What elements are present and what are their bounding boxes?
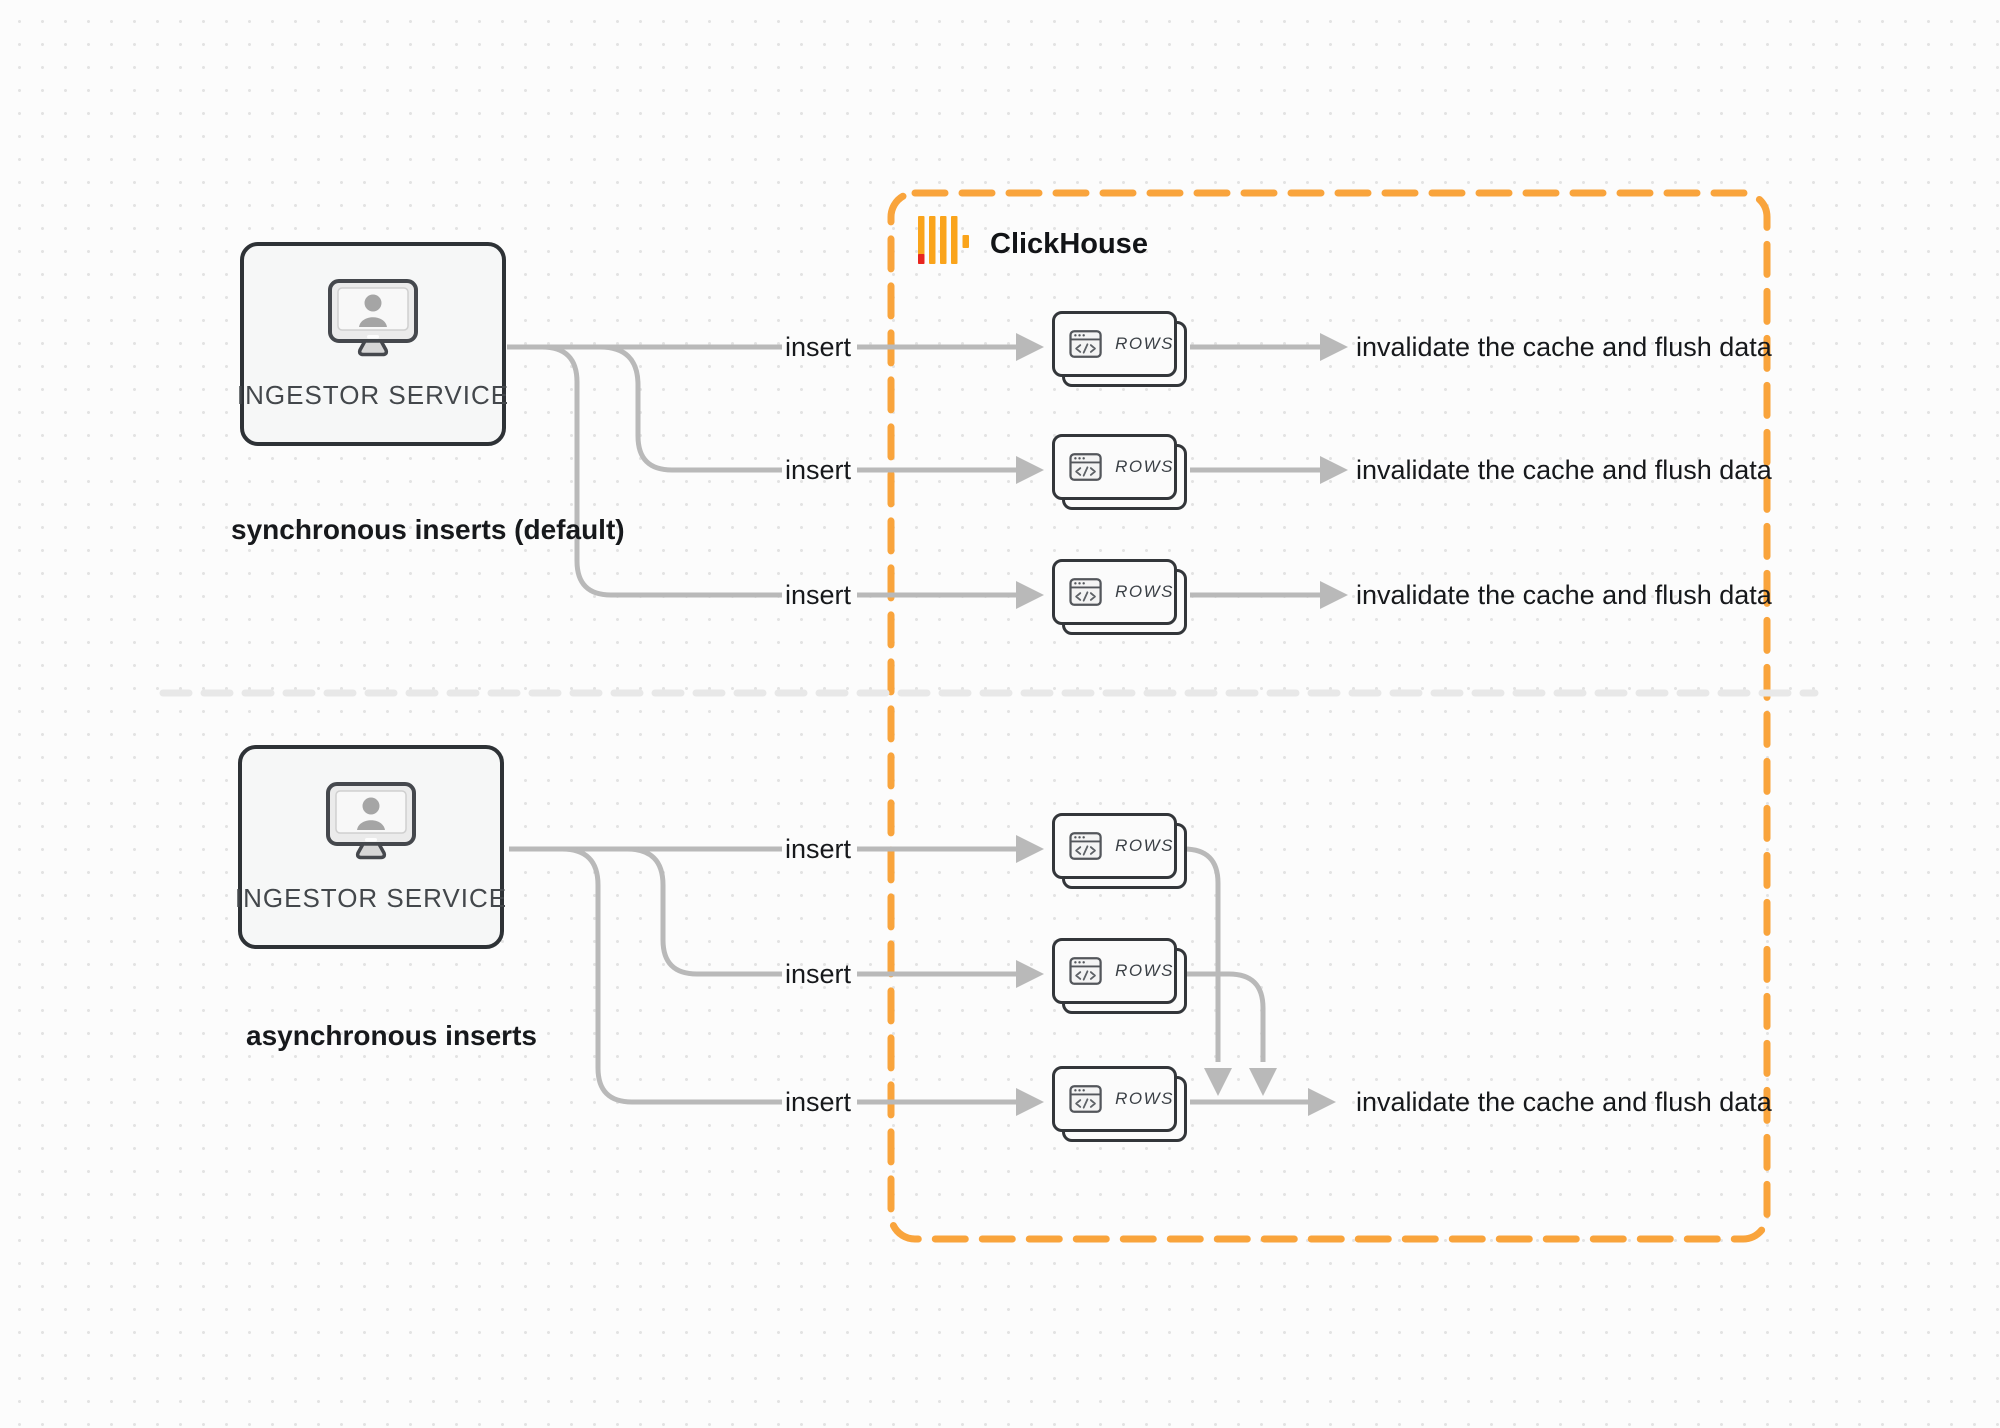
rows-label: ROWS: [1115, 457, 1174, 476]
arrowhead-icon: [1320, 456, 1348, 484]
code-window-icon: [1069, 1085, 1102, 1113]
connector-line: [599, 344, 782, 473]
insert-label: insert: [784, 580, 852, 610]
async-section-caption: asynchronous inserts: [246, 1020, 537, 1051]
rows-label: ROWS: [1115, 582, 1174, 601]
sync-section-caption: synchronous inserts (default): [231, 514, 625, 545]
insert-label: insert: [784, 834, 852, 864]
rows-card: ROWS: [1052, 559, 1177, 625]
insert-label: insert: [784, 1087, 852, 1117]
arrowhead-icon: [1308, 1088, 1336, 1116]
rows-card-stack: ROWS: [1052, 813, 1187, 889]
arrowhead-icon: [1320, 581, 1348, 609]
rows-label: ROWS: [1115, 836, 1174, 855]
arrowhead-icon: [1320, 333, 1348, 361]
code-window-icon: [1069, 453, 1102, 481]
arrowhead-icon: [1016, 960, 1044, 988]
connector-line: [1183, 846, 1221, 1062]
monitor-user-icon: [326, 781, 416, 859]
ingestor-service-box-async: INGESTOR SERVICE: [234, 745, 508, 949]
rows-label: ROWS: [1115, 961, 1174, 980]
insert-label: insert: [784, 455, 852, 485]
rows-card-stack: ROWS: [1052, 559, 1187, 635]
result-label: invalidate the cache and flush data: [1356, 332, 1772, 362]
connector-line: [626, 846, 782, 977]
rows-card: ROWS: [1052, 434, 1177, 500]
ingestor-service-label: INGESTOR SERVICE: [234, 882, 508, 913]
arrowhead-icon: [1016, 1088, 1044, 1116]
rows-card: ROWS: [1052, 938, 1177, 1004]
rows-card-stack: ROWS: [1052, 1066, 1187, 1142]
connector-line: [541, 344, 782, 598]
arrowhead-icon: [1016, 456, 1044, 484]
code-window-icon: [1069, 330, 1102, 358]
rows-card: ROWS: [1052, 311, 1177, 377]
rows-card-stack: ROWS: [1052, 434, 1187, 510]
clickhouse-bars-logo: [918, 216, 969, 264]
arrowhead-icon: [1016, 835, 1044, 863]
arrowhead-icon: [1016, 333, 1044, 361]
rows-card: ROWS: [1052, 1066, 1177, 1132]
connector-line: [561, 846, 782, 1105]
arrowhead-icon: [1016, 581, 1044, 609]
result-label: invalidate the cache and flush data: [1356, 455, 1772, 485]
ingestor-service-label: INGESTOR SERVICE: [236, 379, 510, 410]
result-label: invalidate the cache and flush data: [1356, 580, 1772, 610]
code-window-icon: [1069, 578, 1102, 606]
arrowhead-down-icon: [1249, 1068, 1277, 1096]
code-window-icon: [1069, 832, 1102, 860]
rows-label: ROWS: [1115, 334, 1174, 353]
result-label: invalidate the cache and flush data: [1356, 1087, 1772, 1117]
connector-line: [1184, 971, 1266, 1062]
clickhouse-brand-name: ClickHouse: [990, 228, 1148, 260]
rows-label: ROWS: [1115, 1089, 1174, 1108]
rows-card: ROWS: [1052, 813, 1177, 879]
ingestor-service-box-sync: INGESTOR SERVICE: [236, 242, 510, 446]
code-window-icon: [1069, 957, 1102, 985]
rows-card-stack: ROWS: [1052, 938, 1187, 1014]
insert-label: insert: [784, 959, 852, 989]
monitor-user-icon: [328, 278, 418, 356]
insert-label: insert: [784, 332, 852, 362]
rows-card-stack: ROWS: [1052, 311, 1187, 387]
arrowhead-down-icon: [1204, 1068, 1232, 1096]
